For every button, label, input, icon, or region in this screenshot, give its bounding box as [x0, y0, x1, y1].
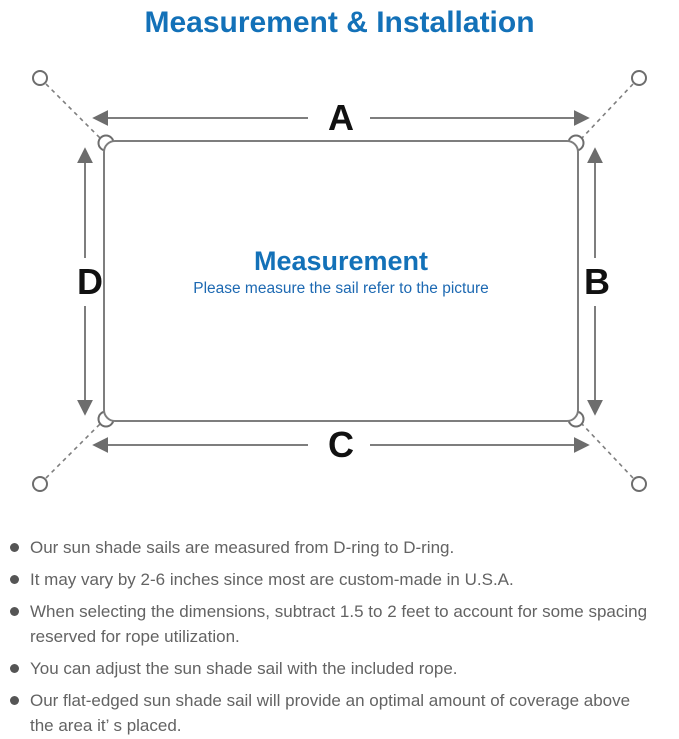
dimension-label-a: A [328, 97, 354, 138]
list-item: Our flat-edged sun shade sail will provi… [10, 688, 675, 738]
note-line: When selecting the dimensions, subtract … [30, 602, 648, 621]
anchor-point-bottom-right-icon [631, 476, 647, 492]
note-line: Our flat-edged sun shade sail will provi… [30, 691, 631, 710]
note-text: When selecting the dimensions, subtract … [30, 599, 647, 649]
list-item: When selecting the dimensions, subtract … [10, 599, 675, 649]
rope-line-bottom-right [581, 423, 634, 479]
anchor-point-bottom-left-icon [32, 476, 48, 492]
note-line: reserved for rope utilization. [30, 627, 240, 646]
bullet-dot-icon [10, 607, 19, 616]
note-text: Our flat-edged sun shade sail will provi… [30, 688, 630, 738]
note-line: Our sun shade sails are measured from D-… [30, 538, 455, 557]
anchor-point-top-right-icon [631, 70, 647, 86]
list-item: Our sun shade sails are measured from D-… [10, 535, 675, 560]
dimension-label-b: B [584, 261, 610, 302]
bullet-dot-icon [10, 664, 19, 673]
diagram-center-subtitle: Please measure the sail refer to the pic… [193, 280, 489, 297]
measurement-diagram: A B C D Measurement Please measure the s… [32, 70, 647, 492]
note-text: You can adjust the sun shade sail with t… [30, 656, 458, 681]
notes-list: Our sun shade sails are measured from D-… [0, 535, 679, 738]
page-title: Measurement & Installation [144, 6, 535, 39]
bullet-dot-icon [10, 543, 19, 552]
bullet-dot-icon [10, 575, 19, 584]
note-text: Our sun shade sails are measured from D-… [30, 535, 454, 560]
diagram-center-title: Measurement [254, 246, 428, 276]
list-item: You can adjust the sun shade sail with t… [10, 656, 675, 681]
rope-line-bottom-left [45, 423, 101, 479]
list-item: It may vary by 2-6 inches since most are… [10, 567, 675, 592]
anchor-point-top-left-icon [32, 70, 48, 86]
dimension-label-d: D [77, 261, 103, 302]
bullet-dot-icon [10, 696, 19, 705]
note-line: You can adjust the sun shade sail with t… [30, 659, 458, 678]
dimension-label-c: C [328, 424, 354, 465]
note-text: It may vary by 2-6 inches since most are… [30, 567, 514, 592]
note-line: It may vary by 2-6 inches since most are… [30, 570, 514, 589]
note-line: the area it’ s placed. [30, 716, 182, 735]
shade-sail-outline [103, 140, 579, 422]
rope-line-top-left [45, 83, 101, 139]
rope-line-top-right [581, 83, 634, 139]
